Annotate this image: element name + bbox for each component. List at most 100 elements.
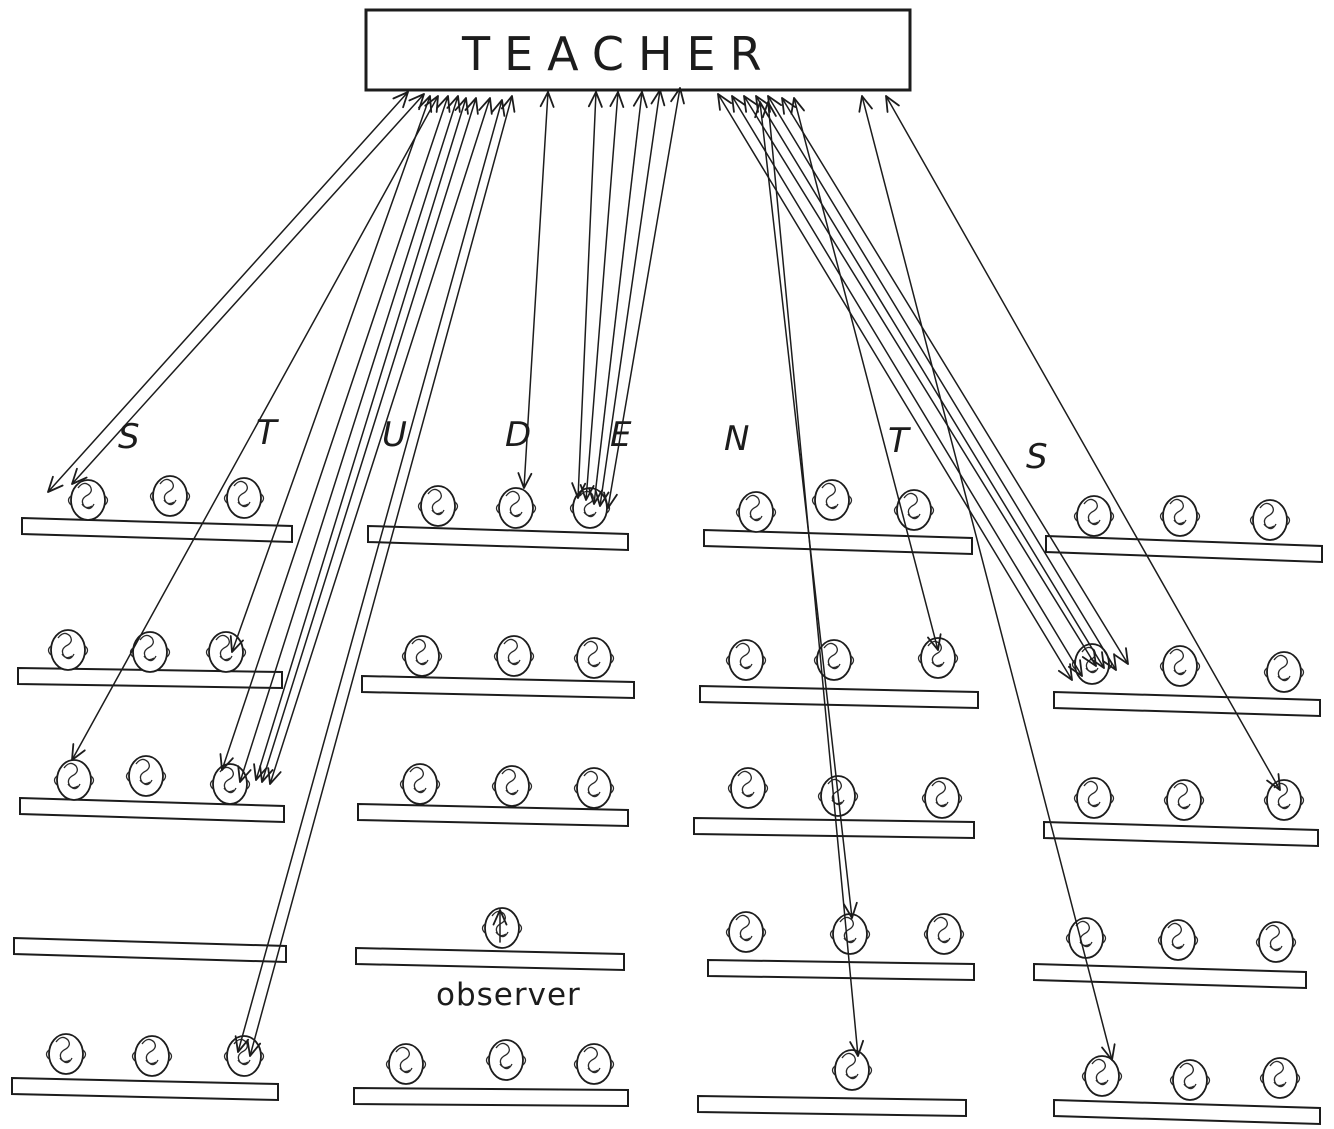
teacher-box-frame (364, 8, 912, 92)
student-head (813, 639, 855, 681)
student-head (1249, 499, 1291, 541)
student-head (727, 767, 769, 809)
desk (17, 666, 283, 690)
interaction-arrow (71, 93, 425, 485)
interaction-arrow (731, 95, 1083, 677)
desk (19, 796, 285, 824)
students-letter: T (888, 421, 911, 461)
student-head (125, 755, 167, 797)
student-head (1263, 651, 1305, 693)
observer-label: observer (436, 977, 581, 1013)
desk (11, 1076, 279, 1102)
desk (361, 674, 635, 700)
desk (355, 946, 625, 972)
interaction-arrow (885, 95, 1281, 791)
interaction-arrow (571, 91, 603, 499)
student-heads (45, 475, 1305, 1101)
student-head (67, 479, 109, 521)
desk-rows (11, 516, 1323, 1126)
students-letter: S (1026, 437, 1048, 477)
interaction-arrow (603, 87, 685, 509)
desk (707, 958, 975, 982)
student-head (485, 1039, 527, 1081)
interaction-arrow (246, 95, 516, 1057)
interaction-arrow (234, 99, 506, 1053)
student-head (893, 489, 935, 531)
interaction-arrow (790, 97, 942, 651)
student-head (725, 911, 767, 953)
student-head (1255, 921, 1297, 963)
desk (367, 524, 629, 552)
student-head (385, 1043, 427, 1085)
student-head (223, 1035, 265, 1077)
student-head (45, 1033, 87, 1075)
student-head (1073, 495, 1115, 537)
desk (1053, 1098, 1321, 1126)
student-head (129, 631, 171, 673)
desk (703, 528, 973, 556)
student-head (923, 913, 965, 955)
student-head (1259, 1057, 1301, 1099)
interaction-arrow (858, 95, 1116, 1061)
student-head (811, 479, 853, 521)
interaction-arrow (47, 91, 409, 493)
student-head (831, 1049, 873, 1091)
student-head (1065, 917, 1107, 959)
student-head (493, 635, 535, 677)
student-head (205, 631, 247, 673)
interaction-arrow (743, 95, 1097, 667)
interaction-arrow (781, 97, 1129, 665)
interaction-arrow (492, 909, 508, 943)
desk (1053, 690, 1321, 718)
student-head (725, 639, 767, 681)
student-head (1073, 777, 1115, 819)
student-head (1159, 645, 1201, 687)
interaction-arrow (761, 101, 865, 1057)
student-head (917, 637, 959, 679)
interaction-arrow (267, 97, 493, 785)
student-head (829, 913, 871, 955)
student-head (735, 491, 777, 533)
desk (693, 816, 975, 840)
observer: observer (436, 977, 581, 1013)
desk (699, 684, 979, 710)
student-head (1263, 779, 1305, 821)
desk (1045, 534, 1323, 564)
desk (697, 1094, 967, 1118)
interaction-arrow (717, 93, 1073, 681)
student-head (223, 477, 265, 519)
student-head (417, 485, 459, 527)
student-head (401, 635, 443, 677)
student-head (399, 763, 441, 805)
interaction-arrow (755, 95, 1105, 669)
teacher-label: TEACHER (461, 27, 776, 81)
student-head (1157, 919, 1199, 961)
student-head (47, 629, 89, 671)
student-head (1159, 495, 1201, 537)
teacher-box: TEACHER (364, 8, 912, 92)
student-head (53, 759, 95, 801)
student-head (1163, 779, 1205, 821)
desk (353, 1086, 629, 1108)
students-letter: N (724, 419, 749, 459)
students-letter: S (118, 417, 140, 457)
student-head (1081, 1055, 1123, 1097)
desk (1043, 820, 1319, 848)
interaction-arrow (517, 91, 555, 489)
student-head (921, 777, 963, 819)
student-head (573, 767, 615, 809)
interaction-arrow (579, 91, 625, 501)
student-head (131, 1035, 173, 1077)
student-head (149, 475, 191, 517)
student-head (573, 637, 615, 679)
interaction-arrow (588, 91, 648, 505)
desk (21, 516, 293, 544)
interaction-arrow (229, 95, 433, 653)
student-head (495, 487, 537, 529)
desk (1033, 962, 1307, 990)
interaction-arrows (47, 87, 1281, 1061)
students-letter: T (256, 413, 279, 453)
student-head (1169, 1059, 1211, 1101)
